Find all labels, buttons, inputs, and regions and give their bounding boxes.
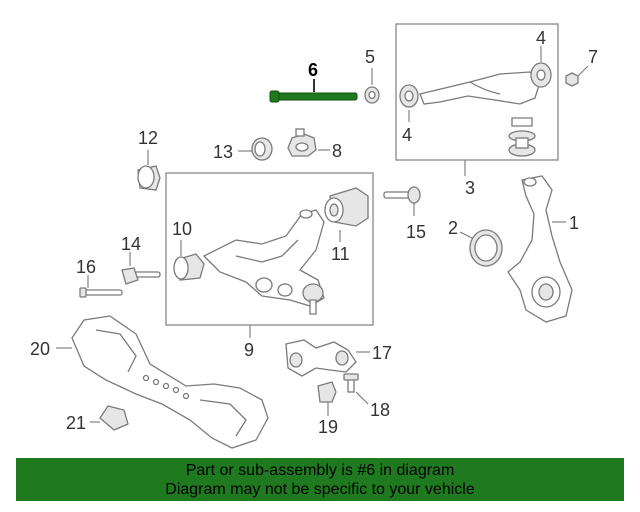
info-banner: Part or sub-assembly is #6 in diagram Di…: [16, 458, 624, 501]
callout-18[interactable]: 18: [370, 400, 390, 420]
callout-9[interactable]: 9: [244, 340, 254, 360]
washer-hole: [368, 90, 376, 100]
callout-21[interactable]: 21: [66, 413, 86, 433]
callout-10[interactable]: 10: [172, 219, 192, 239]
mount-bracket-part-17[interactable]: [285, 339, 357, 377]
callout-5[interactable]: 5: [365, 47, 375, 67]
bolt-part-16[interactable]: [79, 287, 123, 298]
leader-7: [577, 65, 589, 77]
callout-20[interactable]: 20: [30, 339, 50, 359]
callout-7[interactable]: 7: [588, 47, 598, 67]
callout-4a[interactable]: 4: [536, 28, 546, 48]
bushing-part-13[interactable]: [251, 137, 273, 161]
callout-12[interactable]: 12: [138, 128, 158, 148]
callout-11[interactable]: 11: [331, 244, 350, 264]
leader-2: [459, 231, 473, 239]
callout-3[interactable]: 3: [465, 178, 475, 198]
leader-18: [355, 391, 369, 405]
bolt-part-18[interactable]: [343, 373, 359, 393]
bushing-part-11[interactable]: [324, 187, 369, 227]
bolt-part-14[interactable]: [121, 267, 161, 285]
bushing-part-12[interactable]: [137, 165, 161, 191]
crossmember-part-20[interactable]: [71, 315, 269, 449]
callout-13[interactable]: 13: [213, 142, 233, 162]
callout-17[interactable]: 17: [372, 343, 392, 363]
lower-control-arm-part-9[interactable]: [202, 209, 325, 315]
mount-part-8[interactable]: [287, 128, 317, 157]
callout-1[interactable]: 1: [569, 213, 579, 233]
callout-2[interactable]: 2: [448, 218, 458, 238]
callout-14[interactable]: 14: [121, 234, 141, 254]
bolt-part-6-highlighted[interactable]: [269, 79, 358, 103]
callout-4b[interactable]: 4: [402, 125, 412, 145]
upper-control-arm-part-3[interactable]: [399, 62, 552, 157]
nut-part-7[interactable]: [565, 72, 579, 87]
banner-line-1: Part or sub-assembly is #6 in diagram: [185, 462, 455, 479]
steering-knuckle-part-1[interactable]: [507, 175, 573, 323]
bolt-part-15[interactable]: [383, 186, 421, 204]
cap-part-19[interactable]: [317, 381, 337, 403]
callout-19[interactable]: 19: [318, 417, 338, 437]
parts-diagram: 6 5 4 4 3 7 12 13: [30, 23, 598, 449]
callout-16[interactable]: 16: [76, 257, 96, 277]
callout-15[interactable]: 15: [406, 222, 426, 242]
lower-arm-group-box: [165, 172, 374, 326]
bracket-part-21[interactable]: [99, 405, 129, 431]
callout-6[interactable]: 6: [308, 60, 318, 80]
upper-arm-group-box: [395, 23, 559, 161]
seal-part-2[interactable]: [469, 229, 503, 267]
bushing-part-10[interactable]: [173, 253, 205, 281]
callout-8[interactable]: 8: [332, 141, 342, 161]
banner-line-2: Diagram may not be specific to your vehi…: [165, 481, 475, 498]
